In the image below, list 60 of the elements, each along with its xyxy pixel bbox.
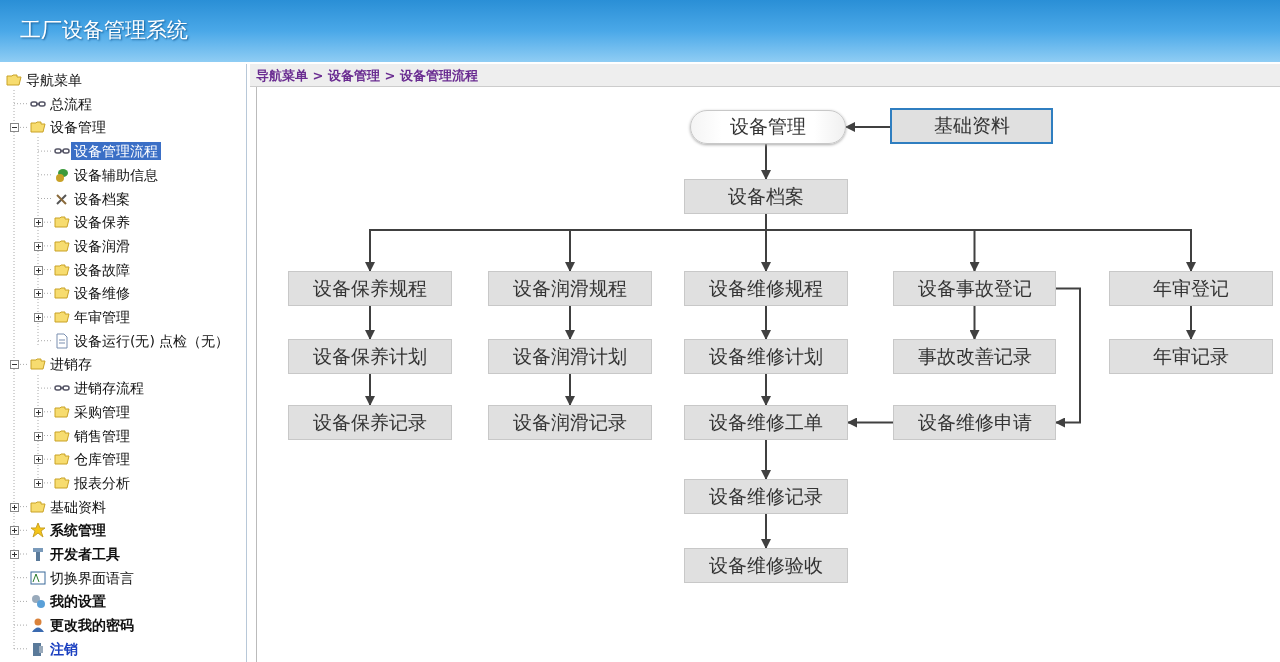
arrow [761, 373, 771, 406]
process-box: 设备维修记录 [684, 479, 848, 514]
menu-item: 销售管理 [73, 426, 131, 445]
menu-item: 基础资料 [49, 497, 107, 516]
menu-item: 仓库管理 [73, 450, 131, 469]
arrow [365, 305, 375, 340]
menu-item: 设备运行(无) 点检（无） [73, 331, 231, 350]
arrow [969, 305, 980, 340]
process-box: 设备保养记录 [288, 405, 452, 440]
menu-item: 开发者工具 [49, 545, 121, 563]
menu-item: 系统管理 [49, 521, 107, 540]
arrow [761, 305, 771, 340]
menu-item: 进销存流程 [73, 379, 145, 398]
process-box: 设备润滑规程 [488, 271, 652, 306]
menu-item: 更改我的密码 [49, 616, 135, 635]
menu-item: 设备故障 [73, 260, 131, 279]
process-box: 设备维修规程 [684, 271, 848, 306]
menu-item: 采购管理 [73, 402, 131, 421]
process-box: 设备保养规程 [288, 271, 452, 306]
arrow [365, 373, 375, 406]
arrow [761, 143, 771, 180]
menu-item: 设备档案 [73, 189, 131, 208]
process-box: 设备维修计划 [684, 339, 848, 374]
arrow [1055, 287, 1081, 428]
process-box: 设备事故登记 [893, 271, 1056, 306]
arrow [847, 417, 894, 428]
process-box: 设备档案 [684, 179, 848, 214]
start-terminal: 设备管理 [690, 110, 846, 144]
arrow [761, 439, 771, 480]
arrow [1186, 305, 1196, 340]
process-box: 年审记录 [1109, 339, 1273, 374]
menu-item: 导航菜单 [25, 71, 83, 89]
process-box: 设备维修验收 [684, 548, 848, 583]
menu-item: 进销存 [49, 355, 93, 374]
process-box: 设备润滑计划 [488, 339, 652, 374]
menu-item: 报表分析 [73, 473, 131, 492]
menu-item: 设备辅助信息 [73, 165, 159, 184]
process-box: 年审登记 [1109, 271, 1273, 306]
menu-item: 我的设置 [49, 592, 107, 611]
arrow [565, 305, 575, 340]
arrow [565, 373, 575, 406]
process-box: 设备保养计划 [288, 339, 452, 374]
selected-menu-item: 设备管理流程 [71, 142, 161, 161]
arrow [761, 513, 771, 549]
menu-item: 注销 [49, 639, 79, 658]
menu-item: 设备维修 [73, 284, 131, 303]
menu-item: 切换界面语言 [49, 568, 135, 587]
process-box: 设备维修工单 [684, 405, 848, 440]
menu-item: 总流程 [49, 94, 93, 113]
app-title: 工厂设备管理系统 [20, 17, 188, 44]
arrow [845, 122, 891, 132]
process-box: 事故改善记录 [893, 339, 1056, 374]
menu-item: 设备保养 [73, 213, 131, 232]
process-box: 设备润滑记录 [488, 405, 652, 440]
process-box: 设备维修申请 [893, 405, 1056, 440]
menu-item: 设备管理 [49, 118, 107, 137]
menu-item: 年审管理 [73, 308, 131, 326]
breadcrumb: 导航菜单 > 设备管理 > 设备管理流程 [256, 67, 478, 85]
menu-item: 设备润滑 [73, 236, 131, 255]
process-box: 基础资料 [890, 108, 1053, 144]
